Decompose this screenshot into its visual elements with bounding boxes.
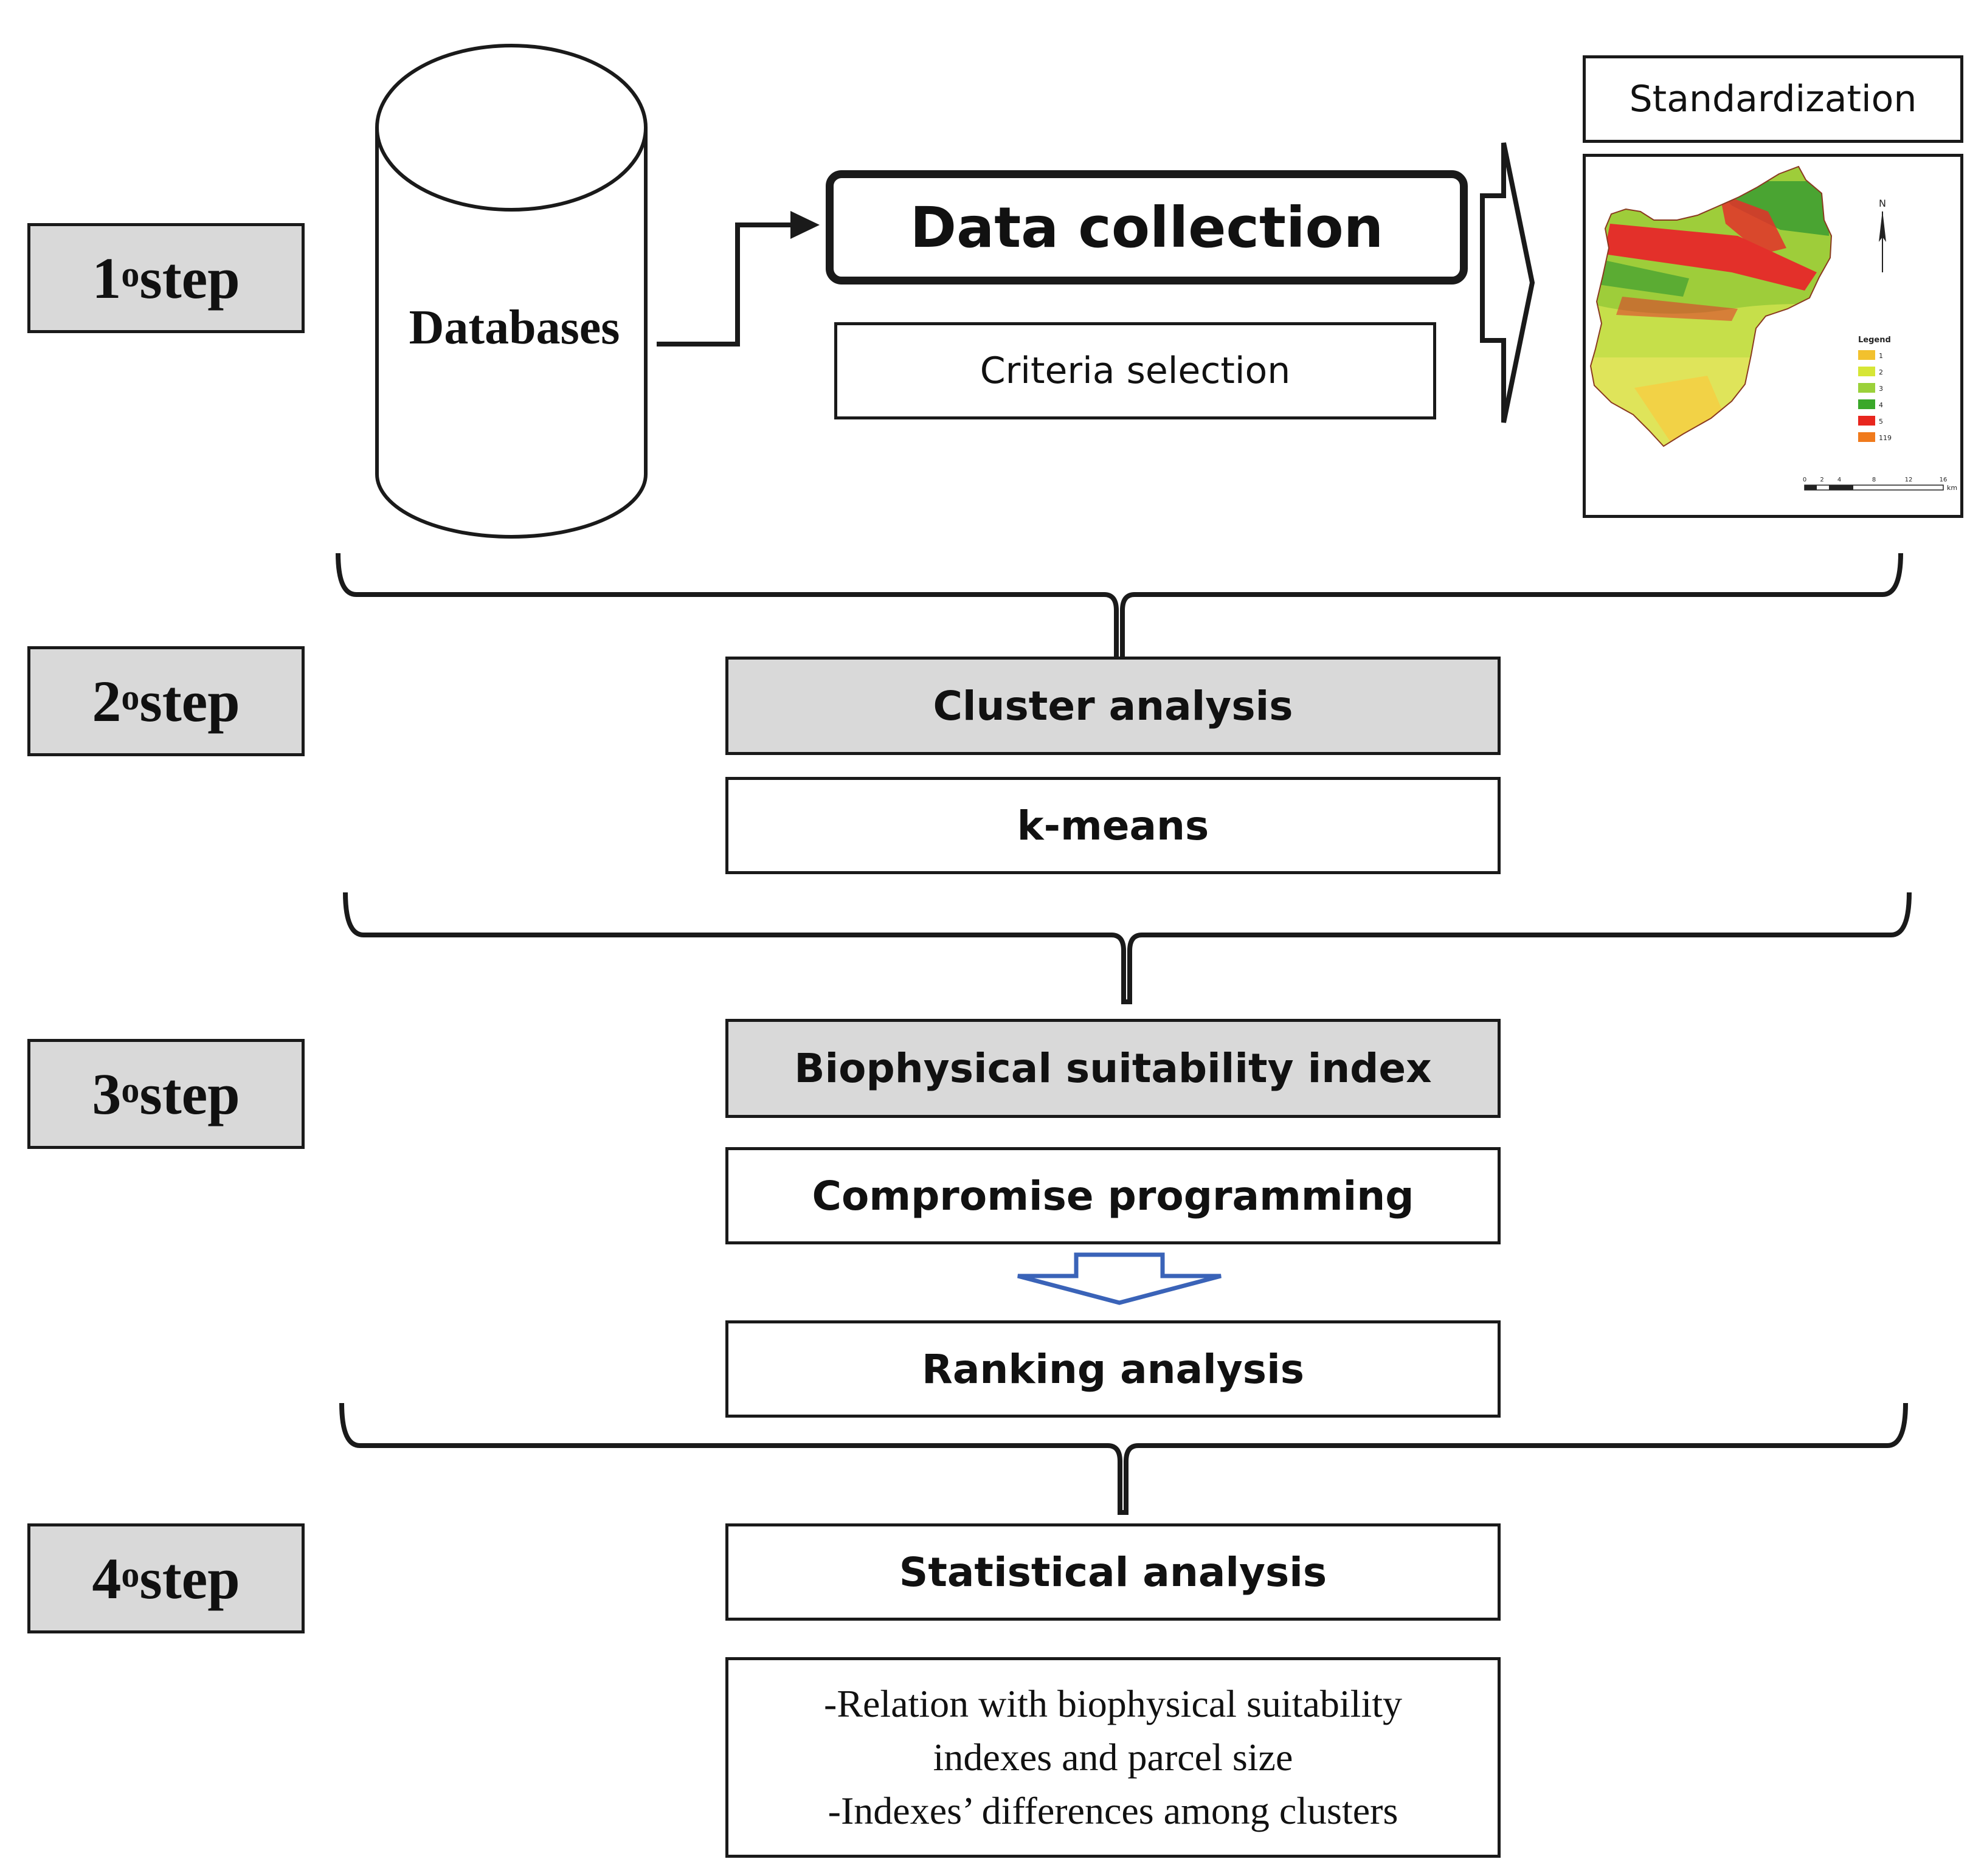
big-right-outline-arrow xyxy=(1480,142,1535,423)
step-2-word: step xyxy=(139,669,240,734)
statistical-detail-line-1: -Relation with biophysical suitability xyxy=(824,1682,1402,1725)
criteria-selection-label: Criteria selection xyxy=(980,350,1291,392)
data-collection-label: Data collection xyxy=(910,195,1384,260)
databases-to-collection-arrow xyxy=(657,211,820,347)
legend-swatch xyxy=(1858,367,1875,376)
down-arrow-icon xyxy=(1017,1252,1222,1305)
ranking-analysis-box: Ranking analysis xyxy=(725,1320,1501,1418)
map-legend: Legend 1 2 3 4 5 119 xyxy=(1858,336,1892,442)
biophysical-index-label: Biophysical suitability index xyxy=(794,1045,1432,1092)
legend-label: 4 xyxy=(1879,401,1883,409)
databases-label: Databases xyxy=(409,301,620,354)
legend-swatch xyxy=(1858,399,1875,409)
brace-2 xyxy=(343,892,1912,1004)
compromise-programming-label: Compromise programming xyxy=(812,1172,1414,1219)
statistical-analysis-label: Statistical analysis xyxy=(899,1548,1327,1596)
statistical-details-box: -Relation with biophysical suitability i… xyxy=(725,1657,1501,1858)
compromise-programming-box: Compromise programming xyxy=(725,1147,1501,1244)
statistical-detail-line-2: indexes and parcel size xyxy=(933,1736,1293,1779)
legend-label: 2 xyxy=(1879,368,1883,376)
scale-tick-label: 16 xyxy=(1940,477,1948,483)
cluster-analysis-label: Cluster analysis xyxy=(933,682,1293,729)
step-4-number: 4 xyxy=(92,1546,122,1611)
legend-swatch xyxy=(1858,350,1875,360)
scale-tick-label: 4 xyxy=(1837,477,1841,483)
step-4-ordinal: o xyxy=(121,1554,140,1595)
legend-swatch xyxy=(1858,416,1875,426)
statistical-detail-line-3: -Indexes’ differences among clusters xyxy=(828,1789,1398,1832)
legend-label: 1 xyxy=(1879,352,1883,360)
step-1-ordinal: o xyxy=(121,254,140,294)
scale-unit: km xyxy=(1947,484,1957,492)
step-2-number: 2 xyxy=(92,669,122,734)
brace-1 xyxy=(336,553,1903,664)
cluster-analysis-box: Cluster analysis xyxy=(725,657,1501,755)
step-1-number: 1 xyxy=(92,246,122,311)
legend-swatch xyxy=(1858,432,1875,442)
scale-tick-label: 12 xyxy=(1905,477,1913,483)
ranking-analysis-label: Ranking analysis xyxy=(922,1345,1304,1393)
legend-label: 119 xyxy=(1879,434,1892,442)
statistical-analysis-box: Statistical analysis xyxy=(725,1523,1501,1621)
step-3-number: 3 xyxy=(92,1061,122,1126)
data-collection-box: Data collection xyxy=(826,170,1468,285)
north-label: N xyxy=(1879,198,1886,209)
brace-3 xyxy=(339,1402,1908,1515)
legend-label: 5 xyxy=(1879,418,1883,426)
database-cylinder-icon xyxy=(375,44,648,539)
scale-tick-label: 8 xyxy=(1872,477,1876,483)
legend-label: 3 xyxy=(1879,385,1883,393)
map-scale-bar: 0 2 4 8 12 16 km xyxy=(1803,477,1957,492)
scale-tick-label: 0 xyxy=(1803,477,1806,483)
step-4-word: step xyxy=(139,1546,240,1611)
standardization-label: Standardization xyxy=(1629,78,1917,120)
kmeans-box: k-means xyxy=(725,777,1501,874)
scale-tick-label: 2 xyxy=(1820,477,1823,483)
step-3-ordinal: o xyxy=(121,1070,140,1110)
kmeans-label: k-means xyxy=(1017,802,1209,849)
north-arrow-icon: N xyxy=(1879,198,1886,272)
legend-swatch xyxy=(1858,383,1875,393)
step-2-ordinal: o xyxy=(121,677,140,717)
step-1-word: step xyxy=(139,246,240,311)
biophysical-index-box: Biophysical suitability index xyxy=(725,1019,1501,1118)
step-3-word: step xyxy=(139,1061,240,1126)
criteria-selection-box: Criteria selection xyxy=(834,322,1436,419)
standardization-box: Standardization xyxy=(1583,55,1963,143)
legend-title: Legend xyxy=(1858,336,1891,345)
